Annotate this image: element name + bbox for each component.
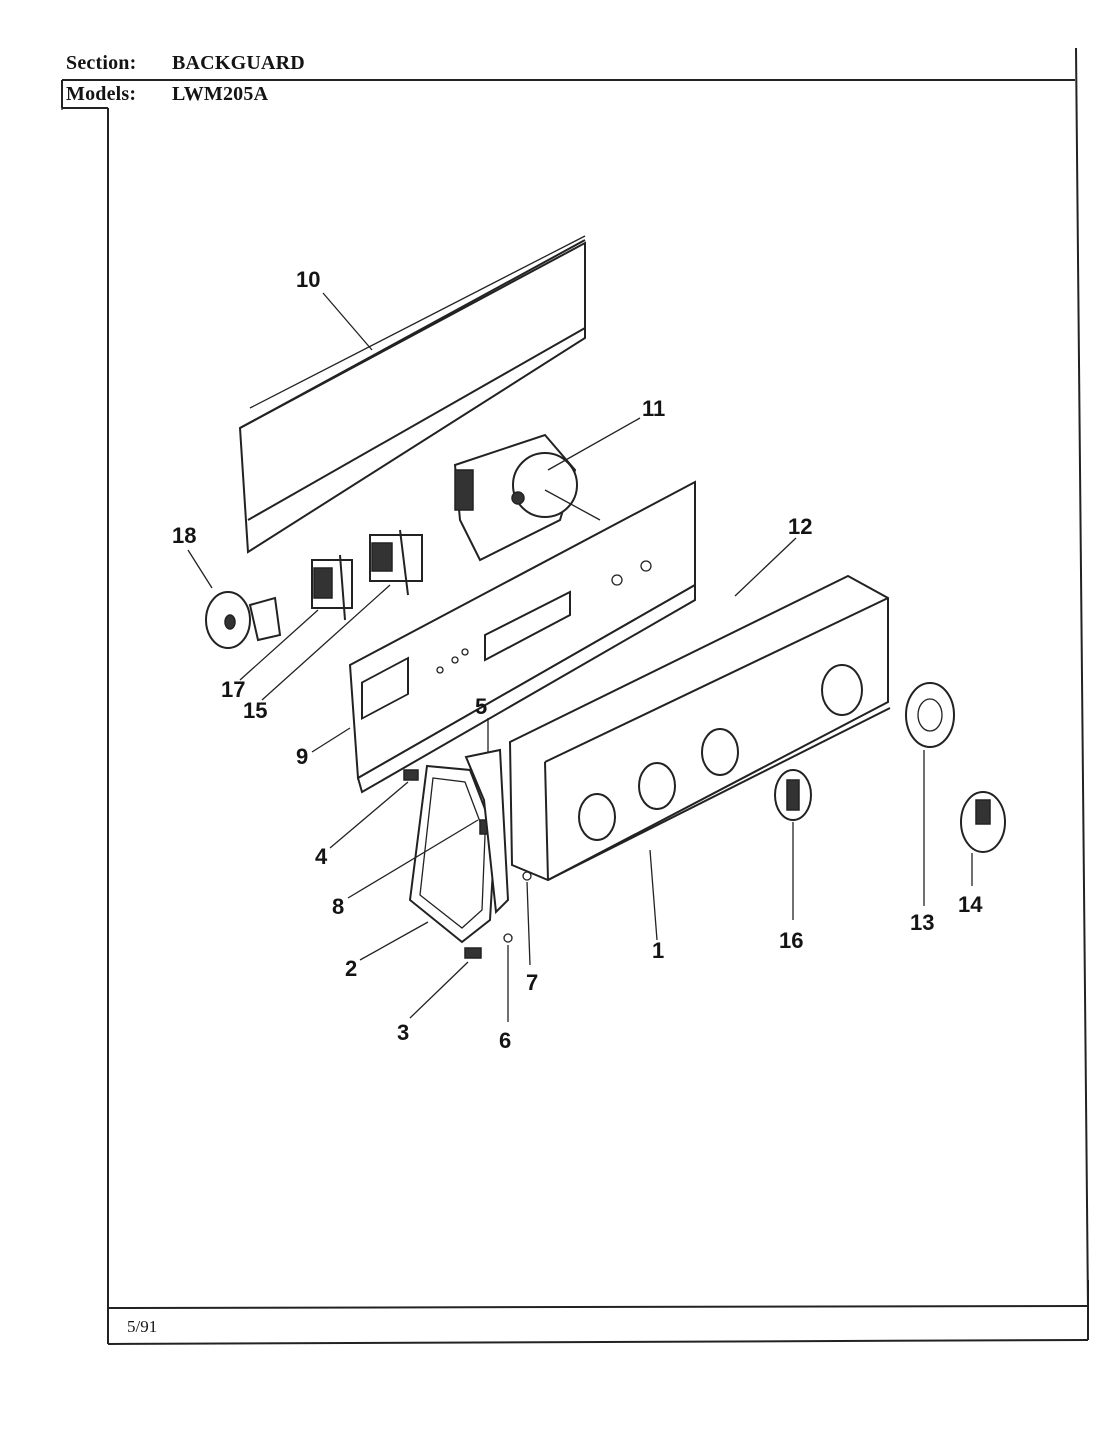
models-value: LWM205A [172, 83, 269, 105]
callout-13: 13 [910, 910, 934, 935]
part-7-screw [522, 871, 532, 881]
callout-6: 6 [499, 1028, 511, 1053]
part-1-front-panel [508, 574, 891, 882]
part-5-trim [464, 748, 510, 915]
callout-12: 12 [788, 514, 812, 539]
part-14-knob [960, 791, 1006, 853]
part-15-switch [369, 529, 423, 596]
section-value: BACKGUARD [172, 52, 305, 74]
callout-9: 9 [296, 744, 308, 769]
callout-2: 2 [345, 956, 357, 981]
callout-10: 10 [296, 267, 320, 292]
revision-date: 5/91 [127, 1317, 158, 1336]
callout-11: 11 [642, 396, 665, 421]
callout-14: 14 [958, 892, 983, 917]
section-label: Section: [66, 52, 137, 74]
leader-lines [187, 292, 973, 1022]
part-10-top-cover [238, 235, 586, 554]
section-header: Section: BACKGUARD [66, 52, 305, 75]
callout-17: 17 [221, 677, 245, 702]
callout-4: 4 [315, 844, 328, 869]
part-17-switch [311, 554, 353, 621]
page-frame [61, 47, 1089, 1345]
part-18-motor [205, 591, 282, 649]
part-6-screw [503, 933, 513, 943]
models-header: Models: LWM205A [66, 83, 268, 106]
callout-3: 3 [397, 1020, 409, 1045]
callout-16: 16 [779, 928, 803, 953]
part-4-clip [403, 769, 419, 781]
callout-15: 15 [243, 698, 267, 723]
models-label: Models: [66, 83, 137, 105]
part-13-dial [905, 682, 955, 748]
callout-1: 1 [652, 938, 664, 963]
callout-labels: 10 11 12 18 17 15 9 5 4 8 2 3 6 7 1 16 1… [172, 267, 983, 1053]
part-11-timer [453, 433, 601, 562]
part-9-control-panel [348, 480, 696, 794]
part-2-end-cap [408, 764, 497, 944]
part-16-knob [774, 769, 812, 821]
part-3-clip [464, 947, 482, 959]
callout-8: 8 [332, 894, 344, 919]
callout-5: 5 [475, 694, 487, 719]
callout-18: 18 [172, 523, 196, 548]
callout-7: 7 [526, 970, 538, 995]
